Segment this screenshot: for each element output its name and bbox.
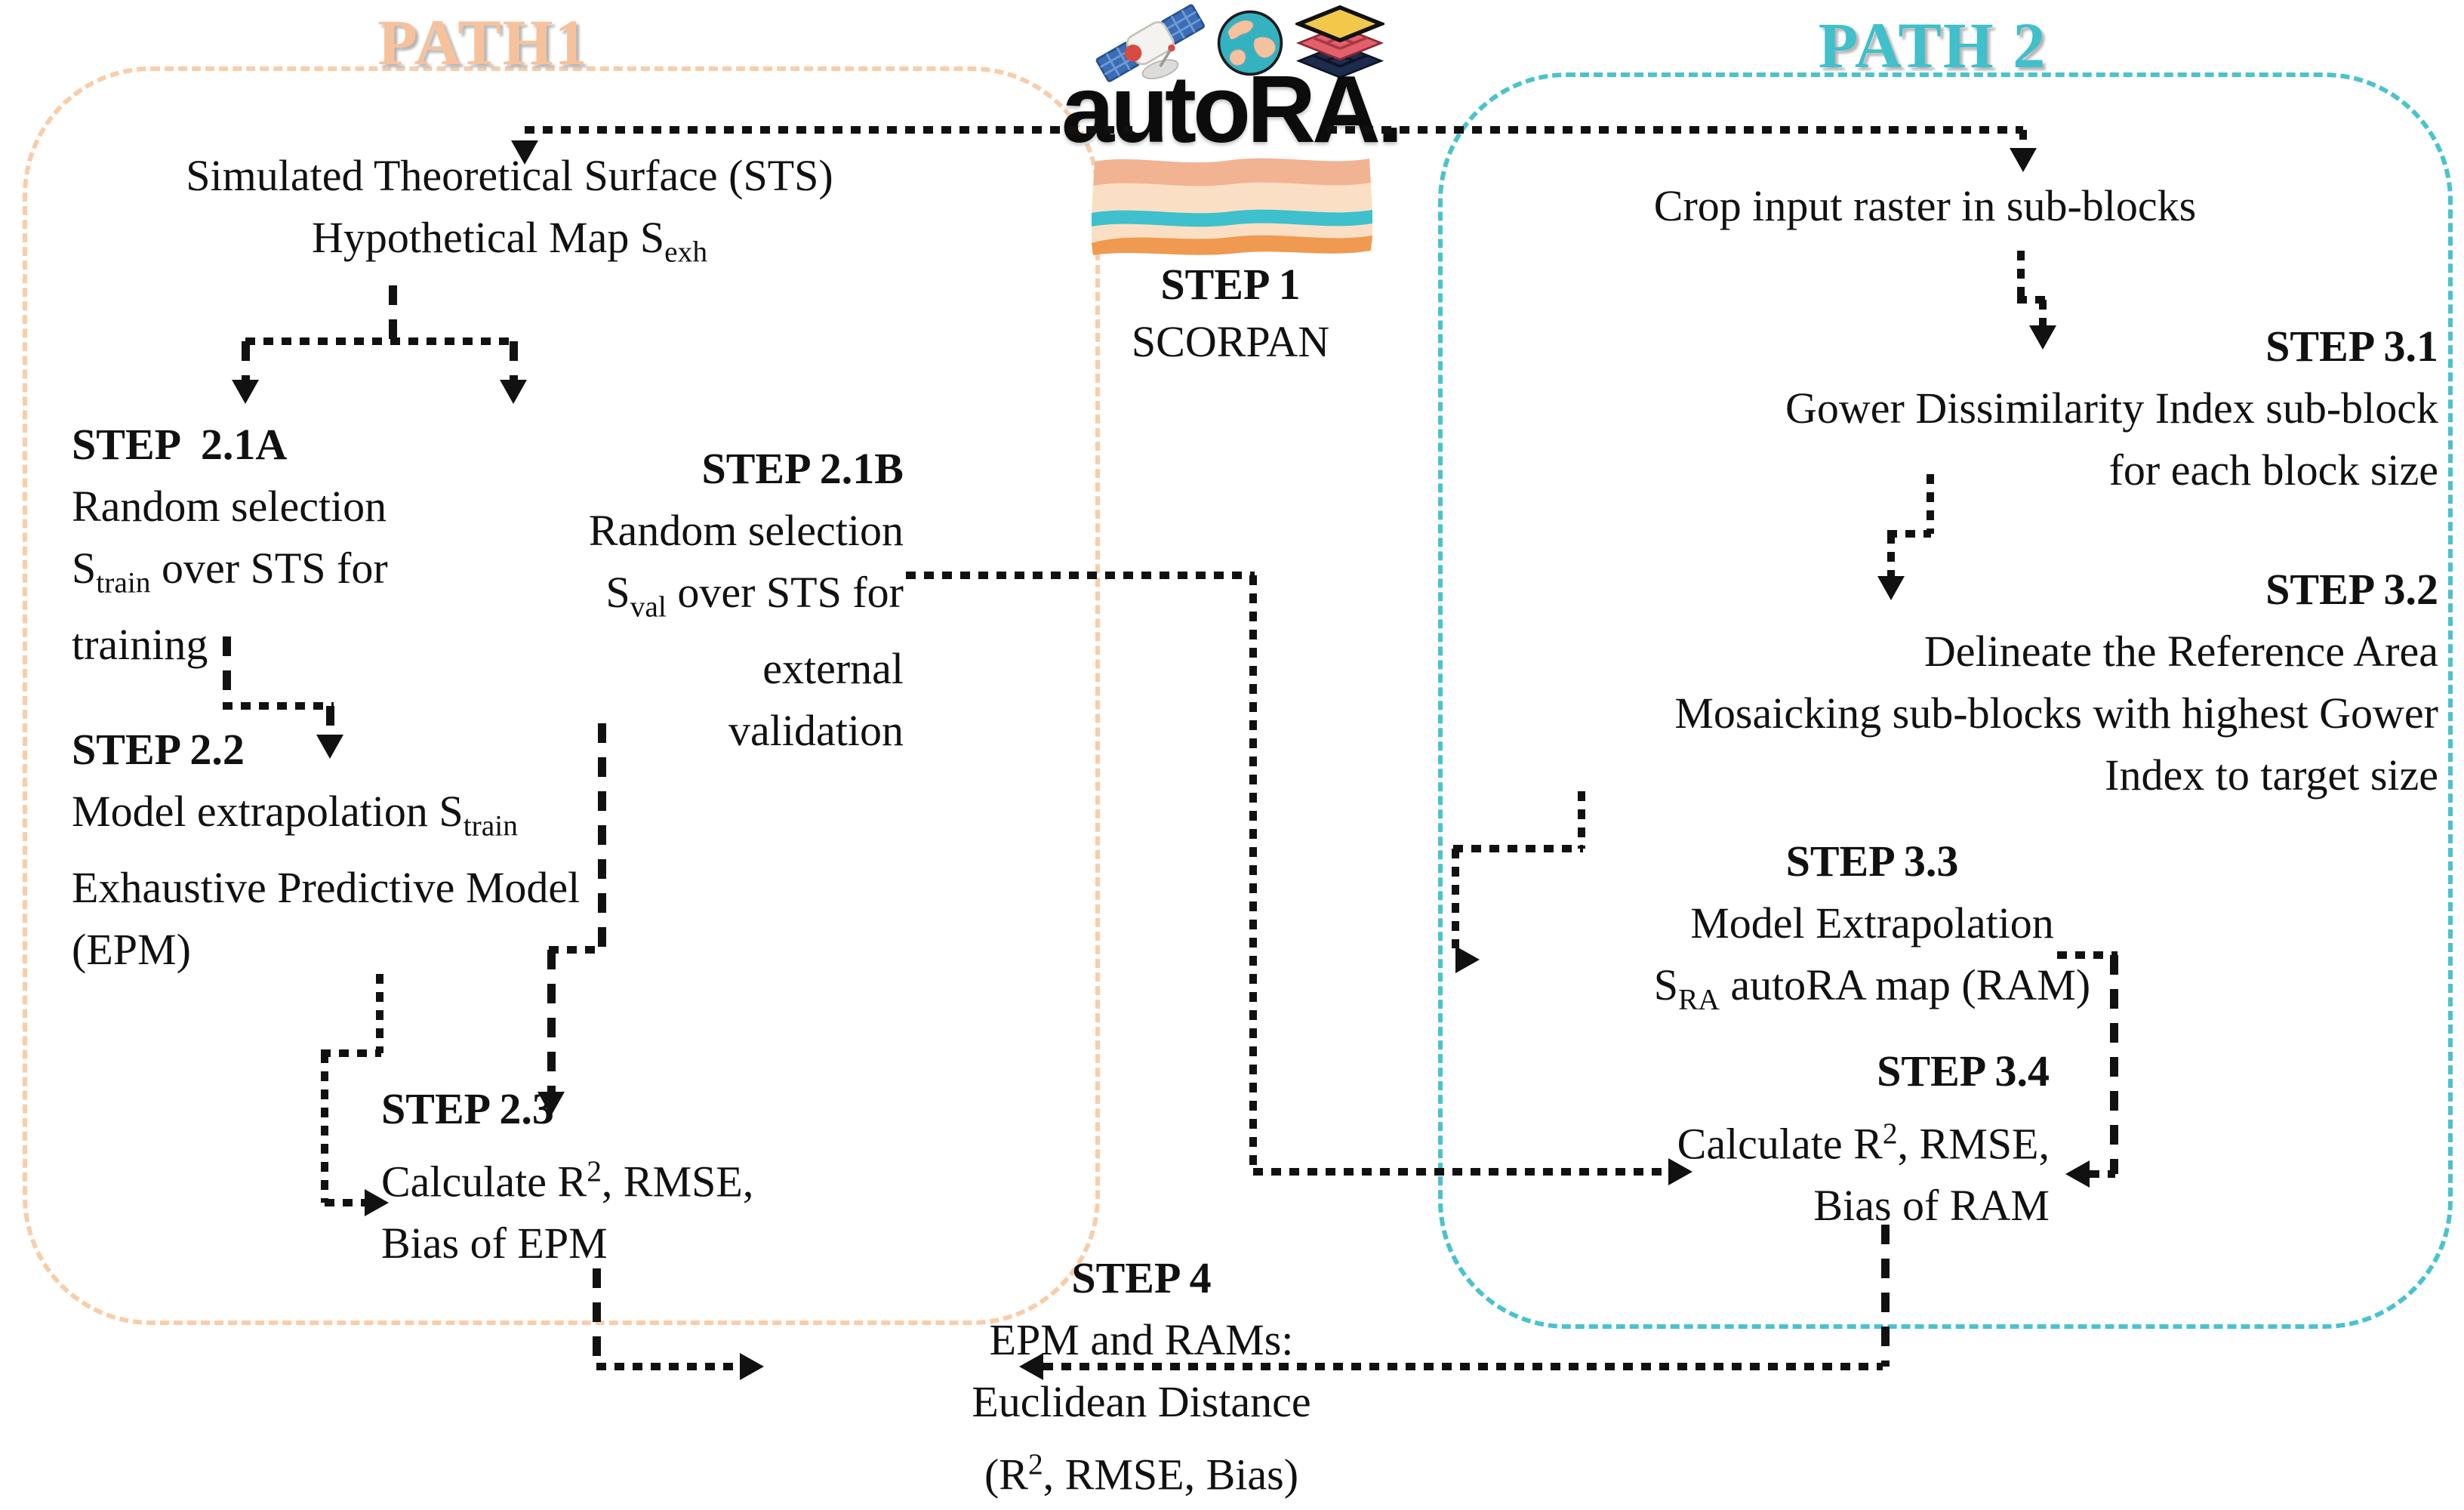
soil-profile-illustration xyxy=(1089,149,1374,260)
step-3-1-title: STEP 3.1 xyxy=(2265,322,2438,371)
step-3-4-title: STEP 3.4 xyxy=(1877,1046,2050,1096)
connector-22-23-d xyxy=(325,1199,366,1206)
path2-label: PATH 2 xyxy=(1818,9,2047,82)
path1-label: PATH1 xyxy=(377,6,589,79)
step-3-4-left-arrowhead xyxy=(1668,1158,1692,1185)
step-2-3-block: STEP 2.3 Calculate R2, RMSE,Bias of EPM xyxy=(381,1078,804,1274)
connector-crop-31-c xyxy=(2039,300,2047,327)
step-2-3-top-arrowhead xyxy=(537,1092,565,1116)
step-3-3-arrowhead xyxy=(1455,946,1480,973)
step-3-4-right-arrowhead xyxy=(2065,1160,2090,1188)
connector-34-step4-b xyxy=(1043,1363,1883,1370)
step-2-1b-arrowhead xyxy=(500,380,527,404)
sts-arrowhead xyxy=(511,140,538,165)
step-2-3-left-arrowhead xyxy=(365,1189,389,1216)
path2-dashed-box xyxy=(1438,72,2453,1329)
step-3-4-text: Calculate R2, RMSE,Bias of RAM xyxy=(1677,1117,2050,1231)
connector-31-32-b xyxy=(1887,530,1931,538)
step-1-text: SCORPAN xyxy=(1131,317,1330,366)
path1-dashed-box xyxy=(23,66,1100,1325)
step-3-1-arrowhead xyxy=(2029,325,2056,350)
step-2-2-title: STEP 2.2 xyxy=(72,725,245,774)
connector-31-32-a xyxy=(1927,474,1934,534)
step-3-2-arrowhead xyxy=(1877,576,1905,600)
connector-32-33-c xyxy=(1452,849,1459,948)
crop-arrowhead xyxy=(2010,148,2037,172)
step-2-1a-title: STEP 2.1A xyxy=(72,420,288,469)
sts-block: Simulated Theoretical Surface (STS)Hypot… xyxy=(68,145,951,283)
step-4-left-arrowhead xyxy=(740,1353,764,1380)
crop-raster-text: Crop input raster in sub-blocks xyxy=(1653,181,2197,230)
connector-sval-34-b xyxy=(1249,575,1257,1172)
autora-logo-wordmark: autoRA. xyxy=(1061,56,1403,162)
step-4-title: STEP 4 xyxy=(1071,1253,1212,1302)
connector-logo-to-crop xyxy=(1327,126,2023,134)
connector-21a-22-b xyxy=(223,702,334,710)
step-3-2-title: STEP 3.2 xyxy=(2265,565,2438,614)
connector-logo-to-crop-stub xyxy=(2019,130,2027,149)
connector-sts-branch-stem xyxy=(389,285,397,341)
connector-sval-34-c xyxy=(1253,1168,1670,1176)
globe-icon xyxy=(1215,8,1285,82)
step-3-4-block: STEP 3.4 Calculate R2, RMSE,Bias of RAM xyxy=(1661,1040,2050,1237)
connector-branch-right-leg xyxy=(510,341,518,381)
step-2-3-text: Calculate R2, RMSE,Bias of EPM xyxy=(381,1154,754,1268)
connector-22-23-b xyxy=(321,1049,381,1057)
step-2-1b-title: STEP 2.1B xyxy=(701,444,904,493)
connector-31-32-c xyxy=(1887,534,1895,578)
step-3-1-block: STEP 3.1 Gower Dissimilarity Index sub-b… xyxy=(1495,316,2438,501)
satellite-icon xyxy=(1092,4,1205,86)
logo-icon-row xyxy=(1068,3,1408,86)
connector-sts-branch-bar xyxy=(245,337,517,345)
connector-logo-to-sts xyxy=(525,126,1138,134)
connector-33-34-c xyxy=(2090,1170,2115,1178)
step-2-2-arrowhead xyxy=(316,735,343,759)
step-3-3-title: STEP 3.3 xyxy=(1785,837,1959,886)
connector-22-23-a xyxy=(376,974,383,1053)
connector-21b-23-b xyxy=(549,946,603,954)
step-1-block: STEP 1 SCORPAN xyxy=(1080,254,1381,368)
connector-21b-23-a xyxy=(598,723,606,950)
connector-sval-34-a xyxy=(906,572,1255,579)
connector-23-step4-a xyxy=(593,1268,601,1367)
connector-22-23-c xyxy=(321,1053,328,1203)
step-4-text: EPM and RAMs:Euclidean Distance(R2, RMSE… xyxy=(972,1315,1311,1499)
connector-33-34-a xyxy=(2057,951,2118,959)
connector-crop-31-b xyxy=(2017,296,2046,304)
step-4-block: STEP 4 EPM and RAMs:Euclidean Distance(R… xyxy=(855,1247,1428,1505)
crop-raster-block: Crop input raster in sub-blocks xyxy=(1510,175,2340,237)
sts-text: Simulated Theoretical Surface (STS)Hypot… xyxy=(186,151,833,269)
connector-21b-23-c xyxy=(547,950,556,1095)
connector-33-34-b xyxy=(2110,955,2118,1174)
step-2-3-title: STEP 2.3 xyxy=(381,1084,554,1133)
step-4-right-arrowhead xyxy=(1019,1353,1043,1380)
connector-crop-31-a xyxy=(2017,251,2025,300)
connector-branch-left-leg xyxy=(242,341,250,381)
connector-32-33-a xyxy=(1578,791,1585,849)
layers-icon xyxy=(1293,5,1387,85)
step-2-1a-arrowhead xyxy=(232,380,259,404)
connector-21a-22-a xyxy=(223,636,231,706)
connector-32-33-b xyxy=(1453,845,1583,852)
connector-23-step4-b xyxy=(596,1363,741,1370)
connector-34-step4-a xyxy=(1881,1225,1890,1367)
step-1-title: STEP 1 xyxy=(1160,260,1301,309)
connector-21a-22-c xyxy=(326,706,334,736)
